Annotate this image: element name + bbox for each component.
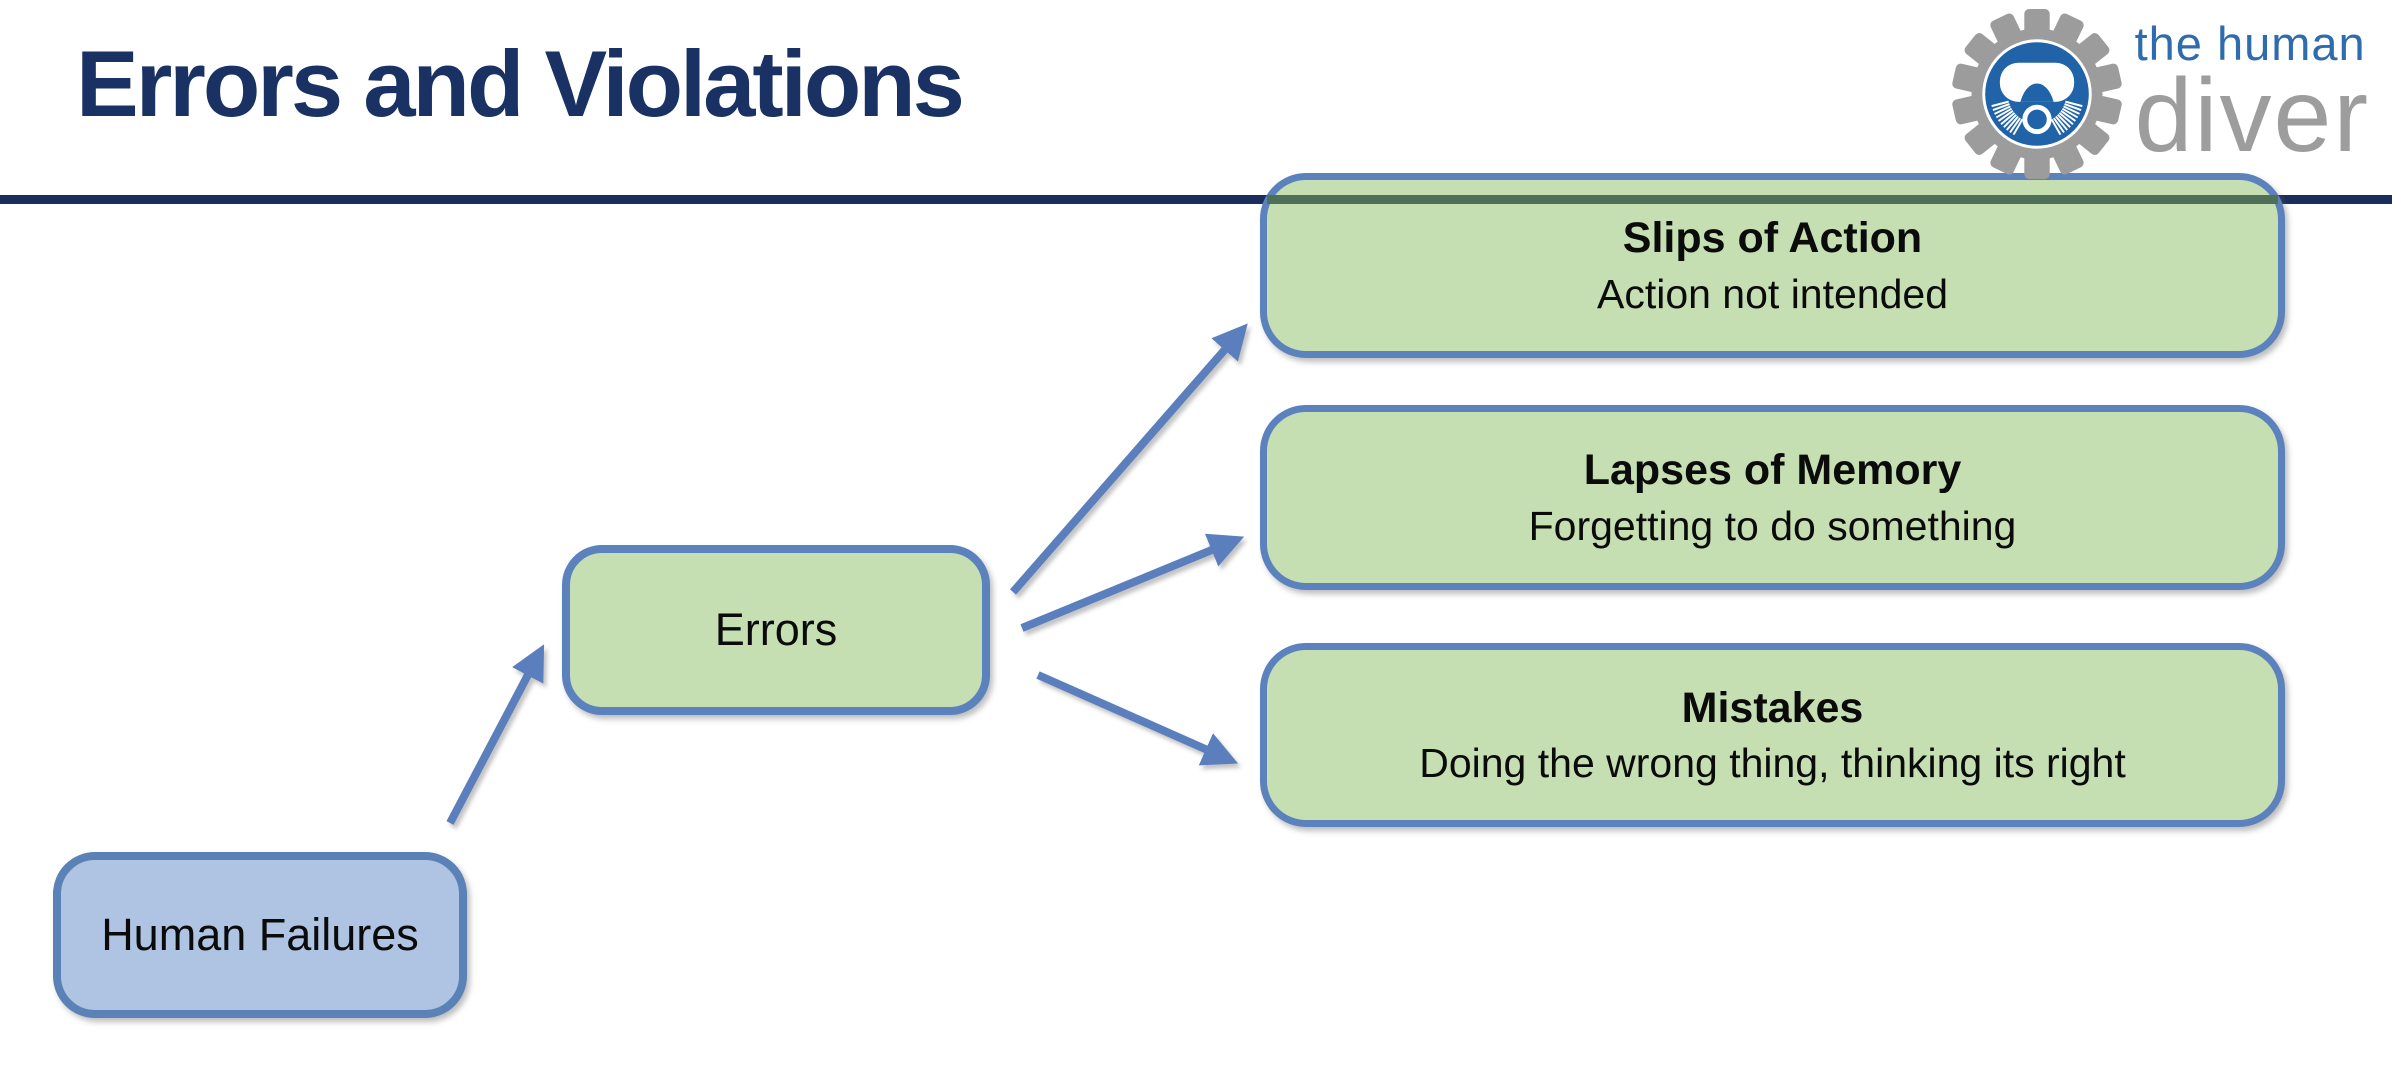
logo-text-diver: diver [2134,58,2370,174]
logo-text-the-human: the human [2134,17,2366,70]
node-subtitle: Doing the wrong thing, thinking its righ… [1419,740,2126,787]
arrow-errors-to-lapses [1020,533,1245,632]
node-human-failures: Human Failures [53,852,467,1018]
node-title: Lapses of Memory [1583,446,1962,495]
logo-wordmark: the human diver [2134,17,2370,174]
node-subtitle: Action not intended [1596,270,1949,317]
node-mistakes: Mistakes Doing the wrong thing, thinking… [1260,643,2285,827]
divider-line [0,195,2392,204]
node-subtitle: Forgetting to do something [1528,502,2017,549]
arrow-errors-to-slips [1009,323,1248,595]
node-lapses-of-memory: Lapses of Memory Forgetting to do someth… [1260,405,2285,590]
node-label: Errors [714,604,838,655]
gear-diver-mask-icon [1951,8,2122,180]
node-title: Slips of Action [1622,214,1923,263]
arrow-human-failures-to-errors [446,644,545,825]
page-title: Errors and Violations [76,31,965,136]
divider-through-box [1267,195,2278,204]
arrow-errors-to-mistakes [1036,671,1239,766]
node-label: Human Failures [101,909,419,960]
node-errors: Errors [562,545,990,715]
human-diver-logo: the human diver [1951,6,2370,182]
node-title: Mistakes [1681,683,1864,732]
